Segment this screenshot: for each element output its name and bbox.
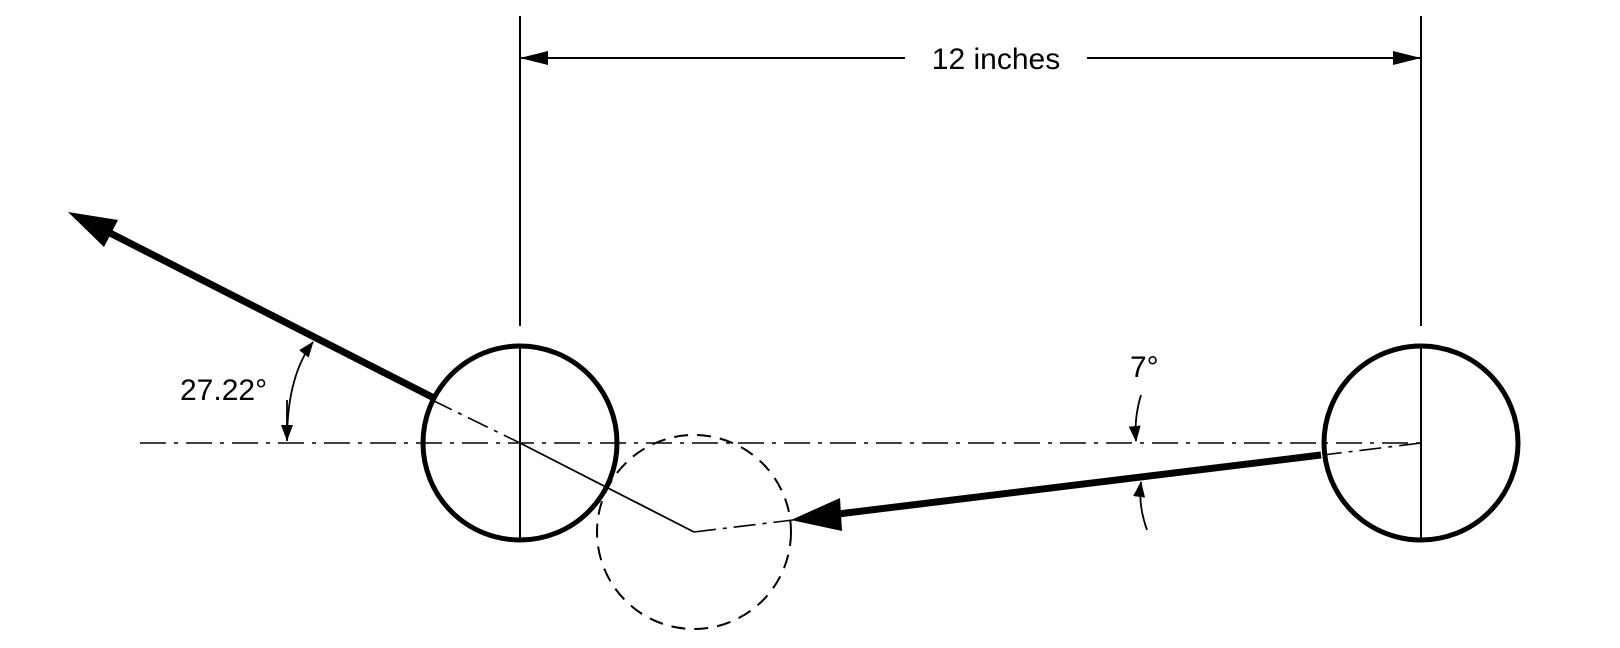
left-path-dashdot bbox=[431, 399, 521, 444]
incoming-arrowhead-icon bbox=[791, 498, 842, 531]
outgoing-arrowhead-icon bbox=[68, 212, 118, 247]
ghost-ball bbox=[596, 434, 792, 630]
left-to-ghost-line bbox=[519, 442, 695, 533]
outgoing-shaft bbox=[106, 228, 436, 402]
right-angle-arc-upper bbox=[1128, 394, 1142, 442]
incoming-shaft bbox=[837, 451, 1322, 518]
ghost-center-dashdot bbox=[693, 519, 794, 533]
right-angle-label: 7° bbox=[1130, 351, 1159, 384]
left-angle-arc bbox=[286, 341, 314, 442]
distance-label: 12 inches bbox=[932, 43, 1060, 76]
right-angle-arc-lower bbox=[1133, 481, 1148, 531]
right-center-dashdot bbox=[1322, 442, 1422, 456]
left-angle-label: 27.22° bbox=[180, 374, 267, 407]
